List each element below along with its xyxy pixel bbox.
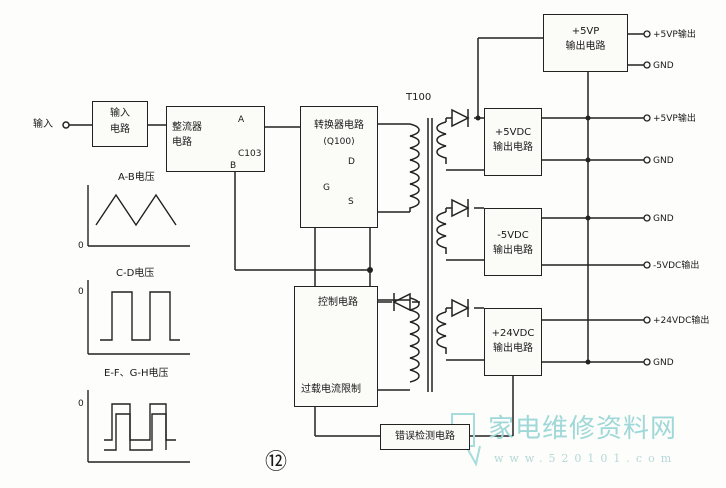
efgh-zero-label: 0 [78, 399, 84, 409]
node-b-label: B [230, 161, 237, 171]
watermark-text: 家电维修资料网 [488, 414, 678, 444]
watermark-url: www.520101.com [494, 452, 678, 465]
output-label-8: GND [653, 358, 674, 368]
control-block [294, 286, 378, 407]
cd-zero-label: 0 [78, 287, 84, 297]
output-label-6: -5VDC输出 [653, 261, 700, 271]
rectifier-block [166, 106, 265, 172]
figure-number: ⑫ [265, 450, 288, 475]
output-label-1: +5VP输出 [653, 30, 696, 40]
out-neg5vdc-block [484, 208, 542, 276]
transformer-label: T100 [406, 92, 432, 103]
converter-ref-label: (Q100) [323, 137, 355, 147]
output-label-2: GND [653, 61, 674, 71]
out-5vdc-block [484, 108, 542, 176]
input-circuit-block [92, 101, 148, 147]
output-label-5: GND [653, 214, 674, 224]
overcurrent-label: 过载电流限制 [301, 384, 361, 395]
out-5vdc-label: +5VDC 输出电路 [493, 127, 533, 153]
mos-s-label: S [348, 197, 354, 207]
out-24vdc-label: +24VDC 输出电路 [491, 328, 535, 354]
error-detect-block [380, 424, 470, 450]
output-label-7: +24VDC输出 [653, 316, 710, 326]
ab-voltage-title: A-B电压 [118, 172, 155, 183]
error-detect-label: 错误检测电路 [395, 431, 455, 442]
cd-voltage-title: C-D电压 [116, 268, 155, 279]
converter-block [300, 106, 378, 228]
mos-d-label: D [348, 157, 355, 167]
waveforms [87, 185, 190, 463]
converter-label: 转换器电路 [314, 120, 364, 131]
out-5vp-block [543, 14, 628, 72]
input-circuit-label: 输入 电路 [110, 108, 130, 135]
control-label: 控制电路 [318, 297, 358, 308]
output-label-3: +5VP输出 [653, 114, 696, 124]
mos-g-label: G [323, 183, 330, 193]
out-24vdc-block [484, 308, 542, 376]
out-neg5vdc-label: -5VDC 输出电路 [493, 230, 533, 256]
efgh-voltage-title: E-F、G-H电压 [104, 368, 169, 379]
output-label-4: GND [653, 156, 674, 166]
diode-symbols [392, 108, 470, 318]
out-5vp-label: +5VP 输出电路 [565, 26, 606, 52]
rectifier-label: 整流器 电路 [172, 122, 202, 148]
cap-label: C103 [238, 149, 262, 159]
node-a-label: A [238, 115, 245, 125]
ab-zero-label: 0 [78, 241, 84, 251]
input-label: 输入 [33, 119, 53, 130]
